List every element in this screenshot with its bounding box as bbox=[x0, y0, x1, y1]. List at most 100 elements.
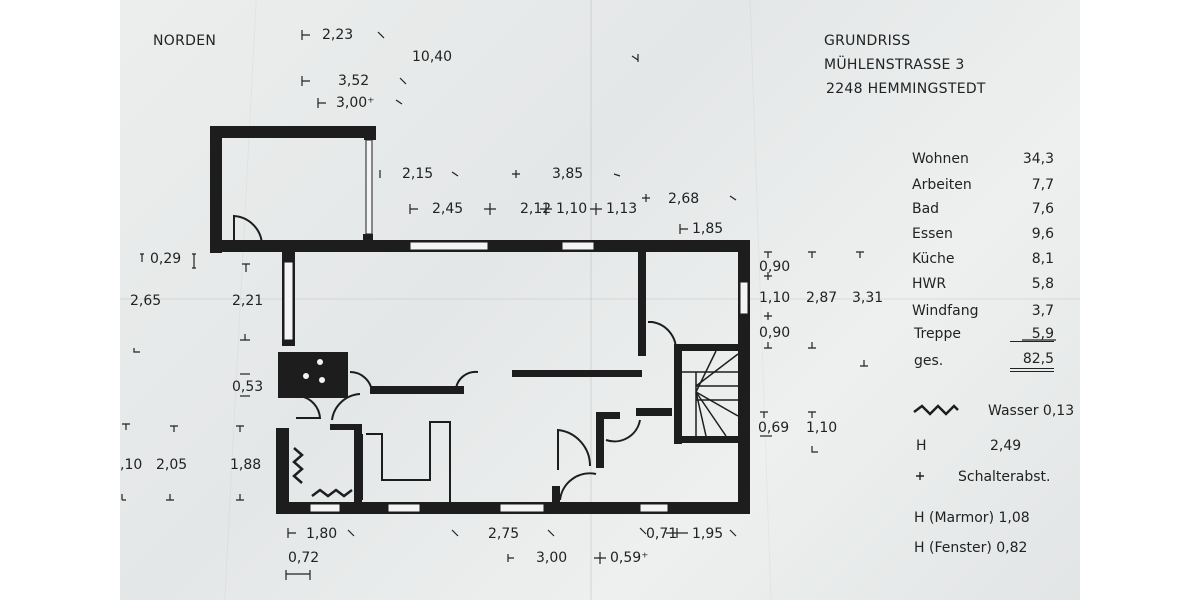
room-name: Küche bbox=[912, 251, 955, 267]
dim-label: 2,21 bbox=[232, 293, 264, 309]
legend-h-value: 2,49 bbox=[990, 438, 1022, 454]
stair-steps bbox=[682, 350, 739, 437]
dim-label: 0,69 bbox=[758, 420, 790, 436]
chimney-flues bbox=[303, 359, 325, 383]
room-name: HWR bbox=[912, 276, 947, 292]
dim-label: 1,88 bbox=[230, 457, 262, 473]
legend-h-label: H bbox=[916, 438, 927, 454]
wave-symbol-horizontal bbox=[311, 488, 353, 498]
wall-kueche-bottom bbox=[636, 408, 672, 416]
room-name: Windfang bbox=[912, 303, 979, 319]
window-top-1 bbox=[409, 241, 489, 251]
wall-porch-top bbox=[210, 126, 376, 138]
room-area: 3,7 bbox=[1031, 303, 1054, 319]
dim-label: 1,13 bbox=[606, 201, 638, 217]
dim-label: 1,85 bbox=[692, 221, 724, 237]
room-area: 34,3 bbox=[1022, 151, 1054, 167]
dim-label: 0,90 bbox=[759, 325, 791, 341]
paper-fold-vertical bbox=[590, 0, 592, 600]
wall-bad-top bbox=[330, 424, 360, 430]
dim-label: 0,53 bbox=[232, 379, 264, 395]
dim-label: 2,05 bbox=[156, 457, 188, 473]
wall-hwr-top bbox=[596, 412, 620, 419]
room-name: Bad bbox=[912, 201, 940, 217]
wall-stair-top bbox=[674, 344, 738, 351]
dim-label: 2,12 bbox=[520, 201, 552, 217]
dim-label: 3,00 bbox=[536, 550, 568, 566]
room-name: Wohnen bbox=[912, 151, 969, 167]
dim-label: 3,52 bbox=[338, 73, 370, 89]
wave-symbol-vertical bbox=[292, 447, 304, 484]
door-kueche bbox=[648, 321, 678, 351]
legend-marmor: H (Marmor) 1,08 bbox=[914, 510, 1030, 526]
door-wohnen bbox=[349, 370, 373, 393]
door-essen bbox=[455, 370, 479, 389]
dim-label: 2,45 bbox=[432, 201, 464, 217]
room-name: Essen bbox=[912, 226, 953, 242]
room-area: 8,1 bbox=[1031, 251, 1054, 267]
wall-hwr-left bbox=[596, 412, 604, 468]
title-line-3: 2248 HEMMINGSTEDT bbox=[826, 81, 986, 97]
door-entrance bbox=[233, 214, 264, 250]
wall-bad-left bbox=[354, 424, 362, 506]
room-area: 7,6 bbox=[1031, 201, 1054, 217]
total-area: 82,5 bbox=[1010, 352, 1054, 372]
window-porch-glass bbox=[365, 139, 373, 235]
dim-label: 0,72 bbox=[288, 550, 320, 566]
water-symbols bbox=[292, 404, 959, 498]
room-area: 7,7 bbox=[1031, 177, 1054, 193]
window-top-2 bbox=[561, 241, 595, 251]
dim-label: 2,68 bbox=[668, 191, 700, 207]
door-hwr bbox=[605, 419, 641, 443]
dim-label: 3,31 bbox=[852, 290, 884, 306]
dim-label: 10,40 bbox=[412, 49, 453, 65]
legend-plus-icon bbox=[916, 472, 924, 480]
dim-label: 1,10 bbox=[556, 201, 588, 217]
title-line-2: MÜHLENSTRASSE 3 bbox=[824, 57, 965, 73]
total-label: ges. bbox=[914, 353, 944, 369]
bathtub-outline bbox=[366, 421, 451, 502]
dim-label: 0,90 bbox=[759, 259, 791, 275]
dim-label: 1,95 bbox=[692, 526, 724, 542]
dim-label: 2,23 bbox=[322, 27, 354, 43]
legend-wasser: Wasser 0,13 bbox=[988, 403, 1075, 419]
dim-label: 2,65 bbox=[130, 293, 162, 309]
dim-label: 1,80 bbox=[306, 526, 338, 542]
window-bottom-4 bbox=[639, 503, 669, 513]
wall-wohnen-kueche bbox=[512, 370, 642, 377]
window-right bbox=[739, 281, 749, 315]
window-left bbox=[283, 261, 294, 341]
doors bbox=[233, 214, 678, 502]
room-name: Treppe bbox=[914, 326, 961, 342]
door-windfang bbox=[296, 395, 322, 419]
dim-label: 2,75 bbox=[488, 526, 520, 542]
paper-fold-horizontal bbox=[120, 298, 1080, 300]
door-bad bbox=[331, 393, 361, 421]
north-label: NORDEN bbox=[153, 33, 217, 49]
wall-porch-left bbox=[210, 126, 222, 253]
dim-label: ,10 bbox=[120, 457, 143, 473]
dim-label: 0,71 bbox=[646, 526, 678, 542]
room-name: Arbeiten bbox=[912, 177, 972, 193]
room-area: 9,6 bbox=[1031, 226, 1054, 242]
dim-label: 3,00⁺ bbox=[336, 95, 375, 111]
room-area: 5,9 bbox=[1010, 327, 1054, 342]
dim-label: 0,59⁺ bbox=[610, 550, 649, 566]
door-outside bbox=[559, 472, 597, 501]
legend-wave-icon bbox=[913, 404, 959, 416]
dim-label: 0,29 bbox=[150, 251, 182, 267]
window-bottom-2 bbox=[387, 503, 421, 513]
dim-label: 3,85 bbox=[552, 166, 584, 182]
wall-stair-bottom bbox=[674, 436, 738, 443]
dim-label: 1,10 bbox=[759, 290, 791, 306]
wall-wohnen-essen bbox=[370, 386, 464, 394]
wall-porch-post bbox=[363, 234, 373, 244]
wall-bad-stub bbox=[552, 486, 560, 506]
room-area: 5,8 bbox=[1031, 276, 1054, 292]
title-line-1: GRUNDRISS bbox=[824, 33, 911, 49]
windows bbox=[283, 139, 749, 513]
wall-porch-right-stub bbox=[364, 126, 376, 140]
wall-kueche-left bbox=[638, 252, 646, 356]
wall-stair-left bbox=[674, 344, 682, 444]
